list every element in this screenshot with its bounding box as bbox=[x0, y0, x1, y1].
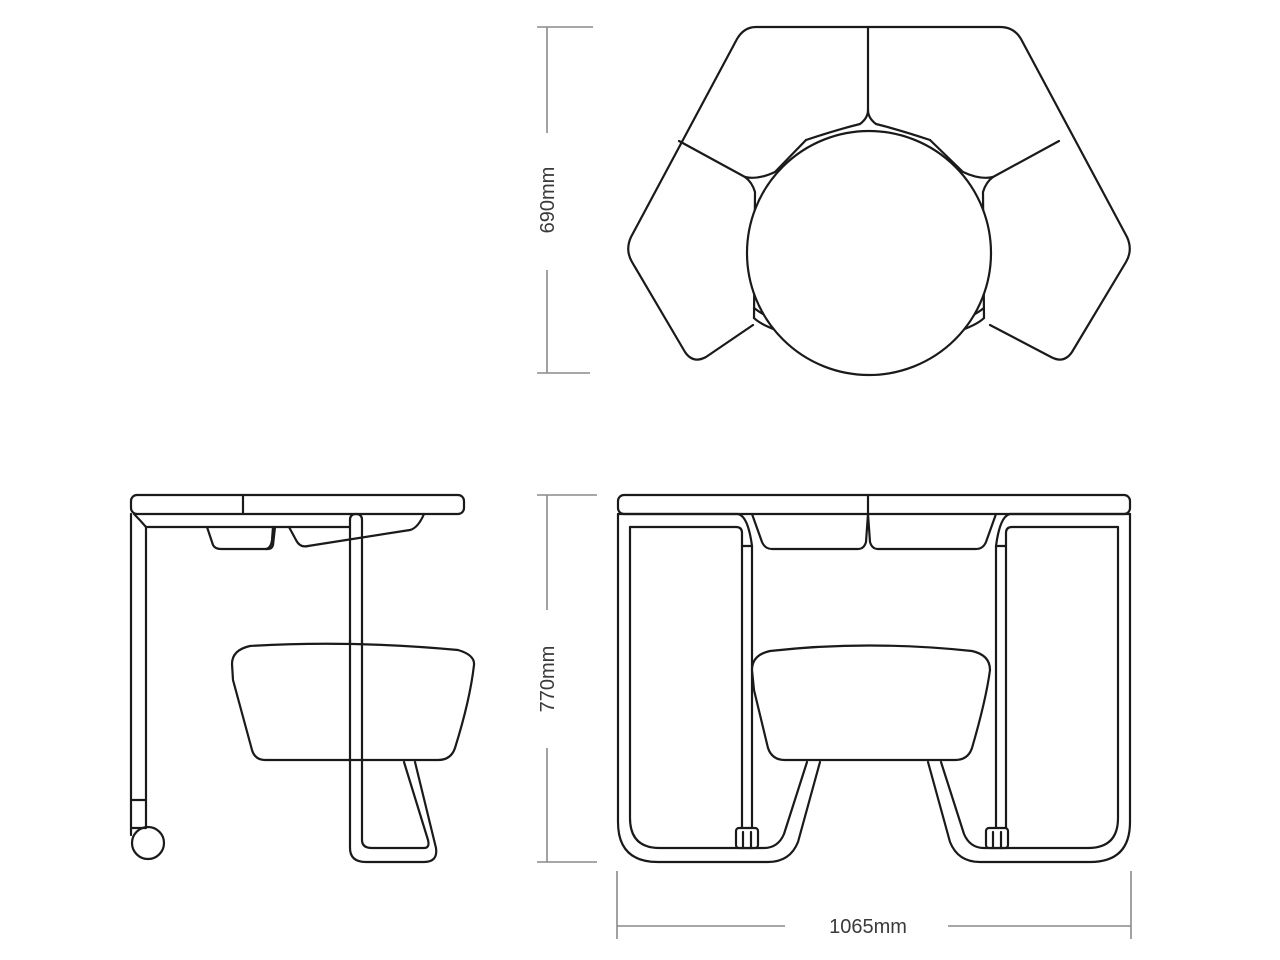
side-leg-tube bbox=[348, 512, 430, 850]
front-tray-right bbox=[866, 512, 998, 551]
side-tabletop bbox=[129, 493, 466, 516]
round-table bbox=[745, 129, 993, 377]
right-seat-divider bbox=[981, 139, 1061, 320]
caster-wheel bbox=[130, 825, 166, 861]
front-frame-right bbox=[926, 512, 1132, 864]
dimension-height: 770mm bbox=[537, 494, 597, 863]
side-tray-left bbox=[205, 525, 277, 551]
side-seat bbox=[230, 642, 476, 762]
dimension-height-label: 770mm bbox=[537, 646, 559, 713]
dimension-width: 1065mm bbox=[616, 871, 1132, 939]
dimension-width-label: 1065mm bbox=[829, 916, 907, 938]
front-frame-left bbox=[616, 512, 822, 864]
front-seat bbox=[750, 644, 992, 762]
front-foot-right bbox=[984, 826, 1010, 850]
front-view bbox=[616, 493, 1132, 864]
top-view bbox=[627, 25, 1131, 377]
top-seat-divider bbox=[866, 25, 932, 142]
front-foot-left bbox=[734, 826, 760, 850]
left-seat-divider bbox=[677, 139, 757, 320]
dimension-depth: 690mm bbox=[537, 26, 593, 374]
dimension-depth-label: 690mm bbox=[537, 167, 559, 234]
front-tabletop bbox=[616, 493, 1132, 516]
top-view-outline bbox=[627, 25, 1131, 361]
side-tray-right bbox=[287, 512, 426, 548]
side-view bbox=[129, 493, 476, 864]
front-tray-left bbox=[750, 512, 870, 551]
